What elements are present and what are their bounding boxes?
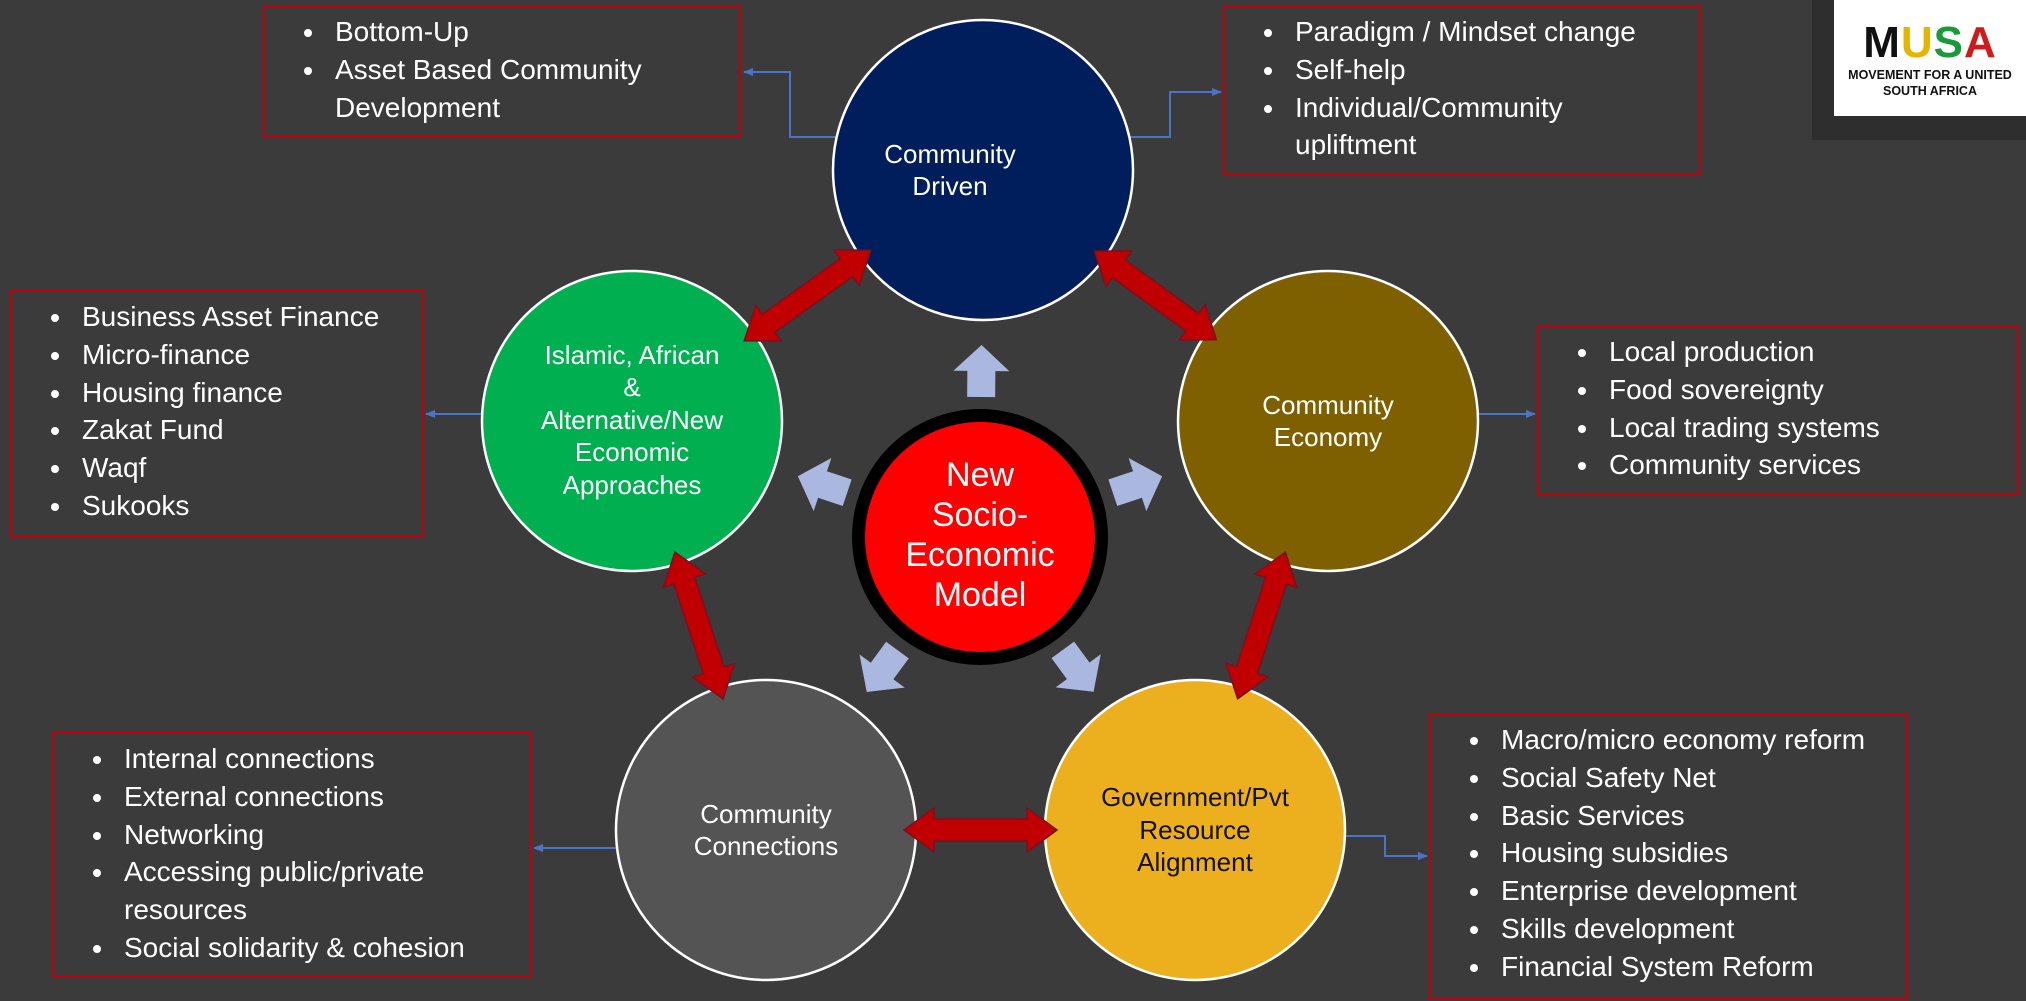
bullet-item: Macro/micro economy reform bbox=[1493, 721, 1892, 759]
bullet-item: Self-help bbox=[1287, 51, 1685, 89]
node-label-government-resource-alignment: Government/Pvt Resource Alignment bbox=[1101, 782, 1289, 878]
double-arrow bbox=[902, 806, 1059, 854]
box-community-driven-right: Paradigm / Mindset change Self-help Indi… bbox=[1223, 5, 1701, 176]
node-circle-islamic-african-approaches bbox=[480, 269, 784, 573]
center-arrow bbox=[859, 641, 909, 693]
bullet-list: Bottom-Up Asset Based Community Developm… bbox=[265, 7, 739, 132]
bullet-item: Bottom-Up bbox=[327, 13, 725, 51]
connector-line bbox=[1120, 88, 1222, 138]
bullet-item: External connections bbox=[116, 778, 516, 816]
node-circle-community-driven bbox=[831, 18, 1135, 322]
connector-line bbox=[1345, 835, 1428, 860]
bullet-item: Individual/Community upliftment bbox=[1287, 89, 1685, 165]
bullet-item: Asset Based Community Development bbox=[327, 51, 725, 127]
bullet-item: Basic Services bbox=[1493, 797, 1892, 835]
logo-acronym: MUSA bbox=[1834, 18, 2026, 68]
box-community-connections: Internal connections External connection… bbox=[52, 732, 532, 978]
double-arrow bbox=[662, 550, 736, 701]
center-circle bbox=[865, 422, 1095, 652]
box-islamic-african-approaches: Business Asset Finance Micro-finance Hou… bbox=[10, 290, 424, 538]
logo-letter: A bbox=[1964, 18, 1997, 67]
bullet-item: Local production bbox=[1601, 333, 2003, 371]
logo-tagline: MOVEMENT FOR A UNITED SOUTH AFRICA bbox=[1848, 68, 2012, 98]
bullet-item: Zakat Fund bbox=[74, 411, 408, 449]
bullet-list: Business Asset Finance Micro-finance Hou… bbox=[12, 292, 422, 531]
connector-line bbox=[743, 68, 840, 138]
node-circle-community-economy bbox=[1176, 269, 1480, 573]
logo-badge: MUSA MOVEMENT FOR A UNITED SOUTH AFRICA bbox=[1834, 0, 2026, 116]
bullet-item: Micro-finance bbox=[74, 336, 408, 374]
bullet-item: Networking bbox=[116, 816, 516, 854]
musa-logo: MUSA MOVEMENT FOR A UNITED SOUTH AFRICA bbox=[1812, 0, 2026, 140]
center-arrow bbox=[953, 345, 1010, 398]
logo-letter: M bbox=[1863, 18, 1901, 67]
bullet-item: Social Safety Net bbox=[1493, 759, 1892, 797]
bullet-item: Enterprise development bbox=[1493, 872, 1892, 910]
bullet-item: Paradigm / Mindset change bbox=[1287, 13, 1685, 51]
node-label-community-driven: Community Driven bbox=[884, 138, 1016, 202]
bullet-item: Social solidarity & cohesion bbox=[116, 929, 516, 967]
bullet-list: Internal connections External connection… bbox=[54, 734, 530, 973]
bullet-item: Accessing public/private resources bbox=[116, 853, 516, 929]
double-arrow bbox=[743, 249, 872, 342]
bullet-list: Paradigm / Mindset change Self-help Indi… bbox=[1225, 7, 1699, 170]
node-label-community-economy: Community Economy bbox=[1262, 389, 1394, 453]
bullet-item: Local trading systems bbox=[1601, 409, 2003, 447]
bullet-item: Financial System Reform bbox=[1493, 948, 1892, 986]
bullet-item: Business Asset Finance bbox=[74, 298, 408, 336]
bullet-item: Housing subsidies bbox=[1493, 834, 1892, 872]
bullet-item: Food sovereignty bbox=[1601, 371, 2003, 409]
node-label-community-connections: Community Connections bbox=[693, 798, 839, 862]
bullet-item: Sukooks bbox=[74, 487, 408, 525]
bullet-item: Internal connections bbox=[116, 740, 516, 778]
bullet-item: Waqf bbox=[74, 449, 408, 487]
bullet-item: Housing finance bbox=[74, 374, 408, 412]
bullet-list: Local production Food sovereignty Local … bbox=[1539, 327, 2017, 490]
center-arrow bbox=[797, 457, 852, 512]
box-community-economy: Local production Food sovereignty Local … bbox=[1537, 325, 2019, 495]
bullet-item: Skills development bbox=[1493, 910, 1892, 948]
center-label: New Socio- Economic Model bbox=[905, 455, 1055, 615]
box-government-resource-alignment: Macro/micro economy reform Social Safety… bbox=[1429, 713, 1908, 999]
center-arrow bbox=[1051, 641, 1101, 692]
center-arrow bbox=[1108, 457, 1163, 512]
bullet-item: Community services bbox=[1601, 446, 2003, 484]
logo-letter: U bbox=[1900, 18, 1934, 67]
box-community-driven-left: Bottom-Up Asset Based Community Developm… bbox=[263, 5, 741, 138]
node-label-islamic-african-approaches: Islamic, African & Alternative/New Econo… bbox=[540, 339, 724, 500]
bullet-list: Macro/micro economy reform Social Safety… bbox=[1431, 715, 1906, 992]
logo-letter: S bbox=[1933, 18, 1964, 67]
double-arrow bbox=[1093, 250, 1218, 341]
double-arrow bbox=[1224, 551, 1299, 700]
